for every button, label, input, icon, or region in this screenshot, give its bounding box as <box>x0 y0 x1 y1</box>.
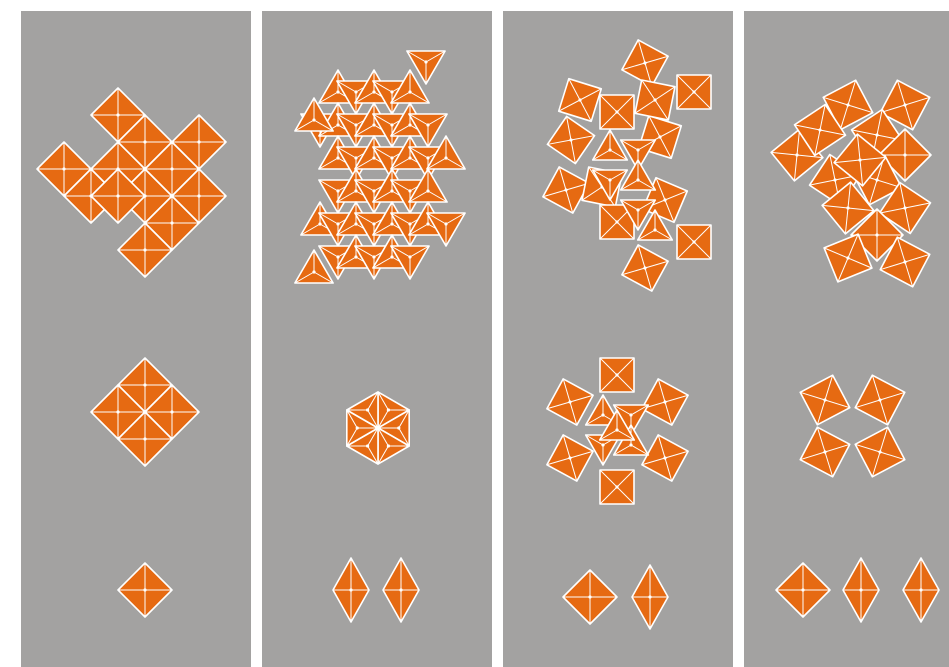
mixed-tiling-panel <box>503 11 733 667</box>
square-tile <box>600 470 634 504</box>
square-tile <box>677 75 711 109</box>
triangle-tiling-panel <box>262 11 492 667</box>
square-tile <box>600 95 634 129</box>
square-tile <box>600 358 634 392</box>
square-tile <box>677 225 711 259</box>
irregular-tiling-panel <box>744 11 949 667</box>
square-tiling-panel <box>21 11 251 667</box>
square-tile <box>635 80 675 120</box>
